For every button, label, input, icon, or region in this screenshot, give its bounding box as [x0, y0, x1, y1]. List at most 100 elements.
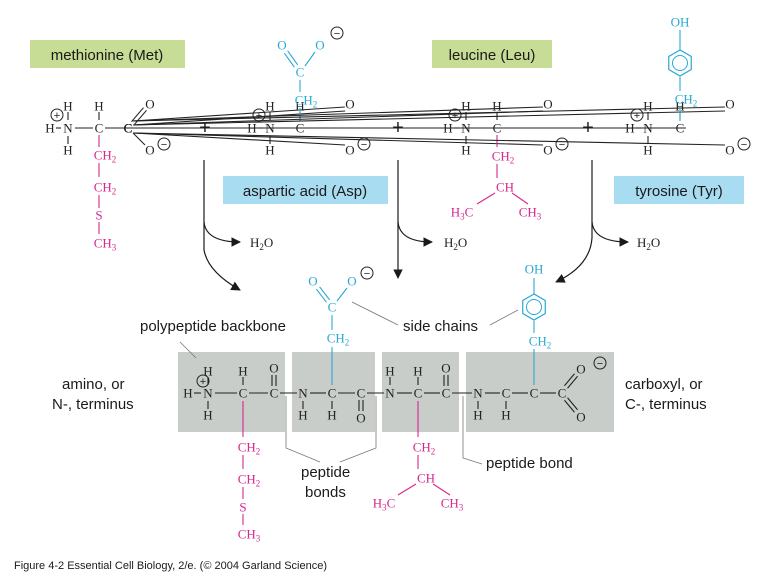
peptide-bonds-bracket	[285, 396, 377, 463]
asp-chain-charge-sign: −	[364, 268, 370, 280]
atom-label: H3C	[451, 205, 474, 222]
tyr-benzene-ring-aromatic	[672, 55, 688, 71]
atom-label: C	[357, 386, 366, 401]
met-label: methionine (Met)	[51, 47, 164, 64]
tyr-benzene-ring	[668, 49, 692, 77]
amino-terminus-line1: amino, or	[62, 376, 125, 393]
tyr-label-box	[614, 176, 744, 204]
carboxyl-charge-sign: −	[361, 139, 367, 151]
met-label-box	[30, 40, 185, 68]
peptide-bonds-line2: bonds	[305, 484, 346, 501]
bond	[567, 397, 578, 411]
c-terminus-charge-sign: −	[597, 358, 603, 370]
peptide-tyr-benzene-ring	[522, 293, 546, 321]
bond	[397, 483, 417, 496]
peptide-bonds-line1: peptide	[301, 464, 350, 481]
atom-label: CH3	[238, 527, 261, 544]
atom-label: H	[675, 99, 684, 114]
atom-label: C	[328, 300, 337, 315]
carboxyl-charge-sign: −	[161, 139, 167, 151]
reaction-arrows	[203, 160, 629, 291]
amino-charge	[50, 108, 64, 122]
bond	[511, 192, 529, 205]
atom-label: O	[269, 361, 278, 376]
arrow-1	[203, 160, 241, 291]
peptide-bond-pointer	[462, 396, 483, 465]
bond	[564, 373, 575, 387]
bond	[567, 375, 578, 389]
water-label-2: H2O	[444, 235, 467, 252]
bond	[132, 132, 146, 146]
amino-terminus-line2: N-, terminus	[52, 396, 134, 413]
atom-label: CH2	[94, 148, 117, 165]
atom-label: C	[124, 121, 133, 136]
atom-label: O	[347, 274, 356, 289]
bond	[304, 51, 316, 67]
atom-label: S	[239, 500, 246, 515]
atom-label: OH	[525, 262, 544, 277]
asp-label-box	[223, 176, 388, 204]
atom-label: O	[345, 97, 354, 112]
atom-label: CH2	[529, 334, 552, 351]
n-terminus-charge	[196, 374, 210, 388]
arrow-3	[555, 160, 593, 283]
arrow-1-water	[203, 221, 241, 247]
bond	[283, 52, 295, 68]
arrow-2-water	[397, 221, 433, 247]
atom-label: H	[473, 408, 482, 423]
atom-label: C	[414, 386, 423, 401]
carboxyl-charge-sign: −	[559, 139, 565, 151]
bond	[131, 107, 144, 123]
carboxyl-charge	[737, 137, 751, 151]
atom-label: O	[725, 143, 734, 158]
atom-label: C	[296, 65, 305, 80]
atom-label: CH	[417, 471, 435, 486]
atom-label: CH2	[327, 331, 350, 348]
bond	[132, 132, 726, 146]
bond	[336, 287, 348, 302]
atom-label: O	[145, 143, 154, 158]
atom-label: H	[643, 143, 652, 158]
atom-label: O	[576, 362, 585, 377]
atom-label: H	[295, 99, 304, 114]
bond	[132, 106, 543, 122]
amino-charge	[448, 108, 462, 122]
atom-label: CH2	[492, 149, 515, 166]
atom-label: H	[94, 99, 103, 114]
bond	[134, 109, 147, 125]
atom-label: O	[441, 361, 450, 376]
atom-label: O	[315, 38, 324, 53]
atom-label: C	[558, 386, 567, 401]
atom-label: H	[643, 99, 652, 114]
atom-label: CH2	[675, 92, 698, 109]
peptide-bond-label: peptide bond	[486, 455, 573, 472]
asp-side-charge	[330, 26, 344, 40]
atom-label: C	[530, 386, 539, 401]
residue-box-tyr	[466, 352, 614, 432]
n-terminus-charge-sign: +	[200, 376, 206, 388]
atom-label: H	[461, 143, 470, 158]
atom-label: H	[461, 99, 470, 114]
amino-charge-sign: +	[452, 110, 458, 122]
atom-label: CH3	[519, 205, 542, 222]
atom-label: N	[473, 386, 483, 401]
residue-box-met	[178, 352, 285, 432]
atom-label: H	[183, 386, 192, 401]
water-label-1: H2O	[250, 235, 273, 252]
atom-label: O	[356, 411, 365, 426]
atom-label: CH2	[238, 472, 261, 489]
atom-label: N	[63, 121, 73, 136]
atom-label: H	[203, 408, 212, 423]
carboxyl-terminus-line1: carboxyl, or	[625, 376, 703, 393]
atom-label: H	[298, 408, 307, 423]
atom-label: H	[492, 99, 501, 114]
atom-label: O	[345, 143, 354, 158]
atom-label: H	[385, 364, 394, 379]
atom-label: H	[413, 364, 422, 379]
carboxyl-terminus-line2: C-, terminus	[625, 396, 707, 413]
